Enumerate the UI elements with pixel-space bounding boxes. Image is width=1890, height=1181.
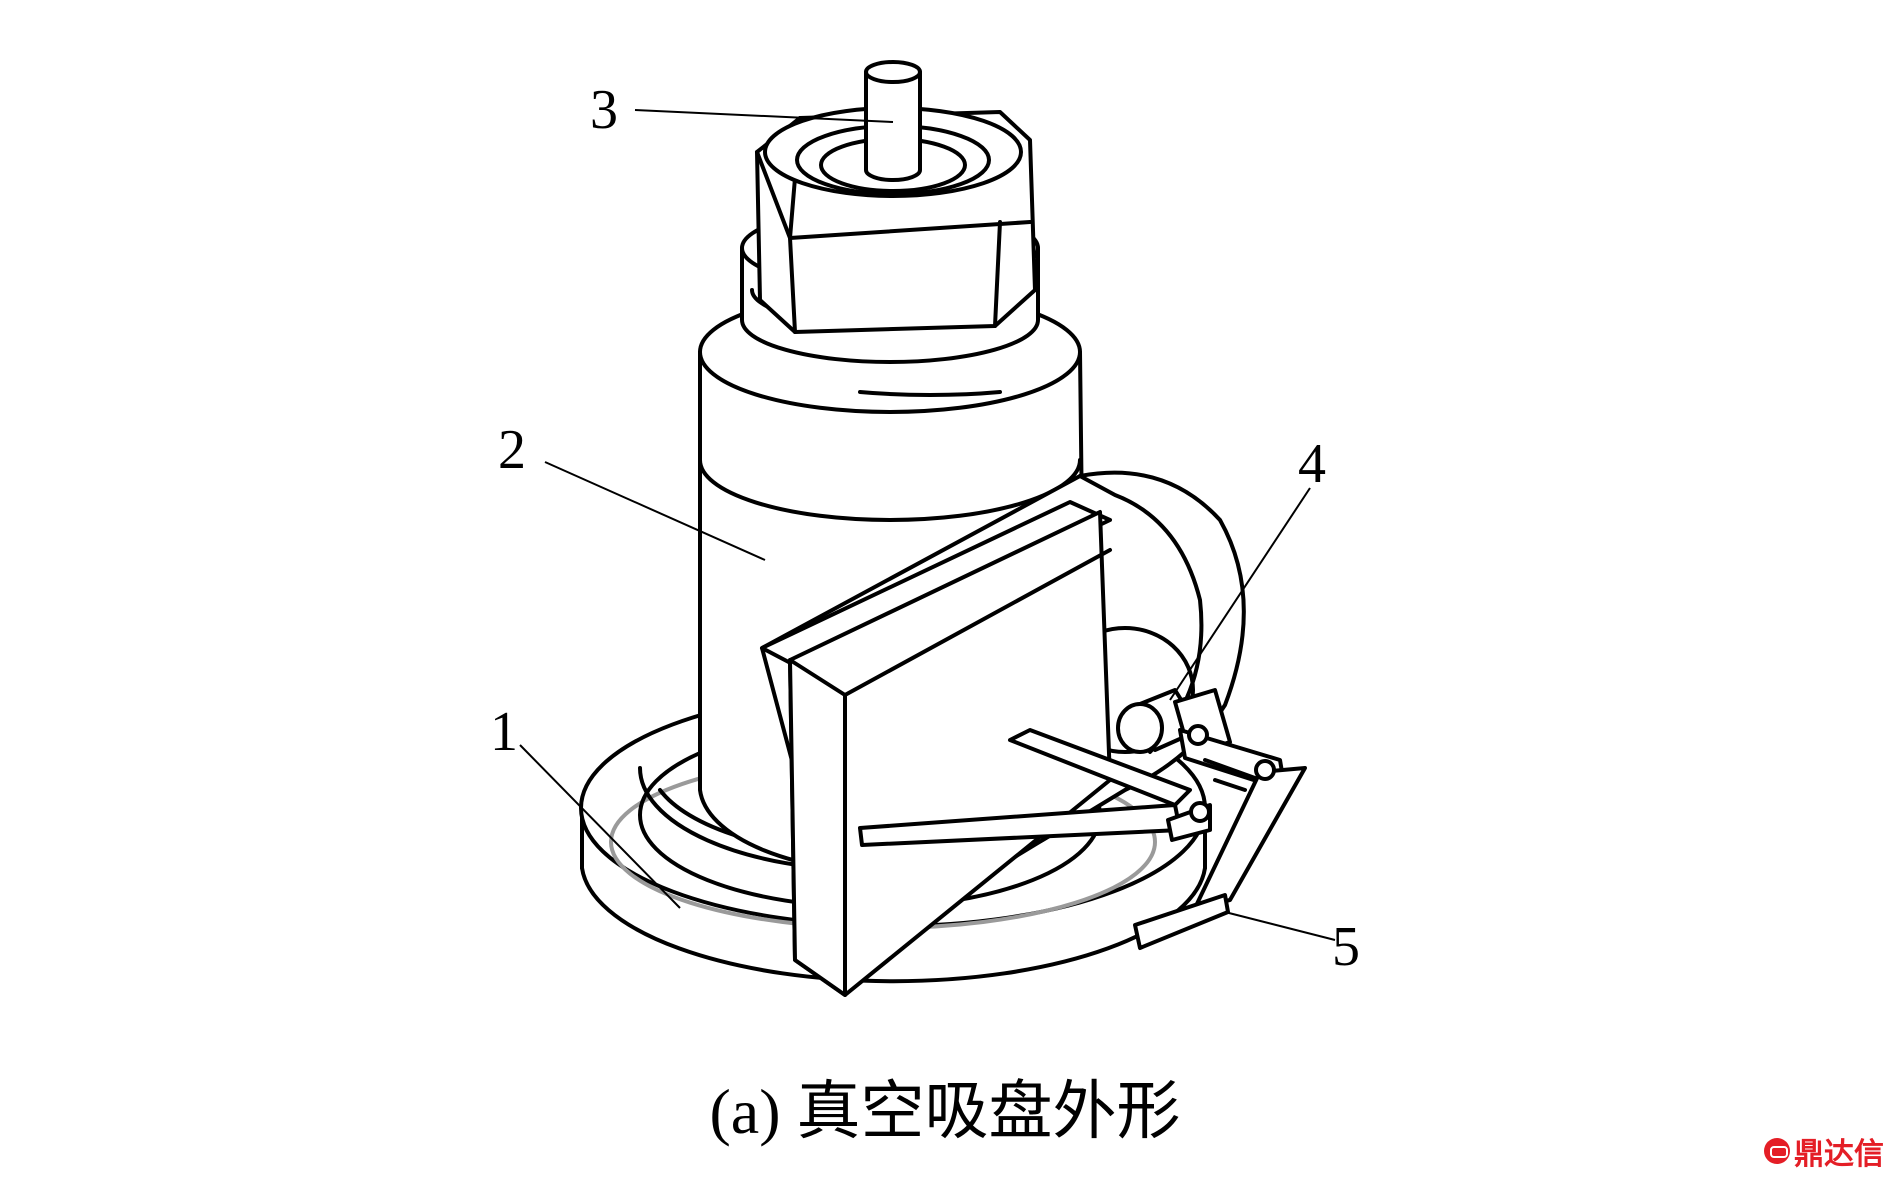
watermark-logo-icon xyxy=(1764,1138,1790,1164)
vacuum-port-tube xyxy=(864,60,922,182)
label-part-1: 1 xyxy=(490,701,518,763)
mounting-plate xyxy=(760,500,1112,997)
leader-line-5 xyxy=(1224,911,1336,941)
figure-caption: (a) 真空吸盘外形 xyxy=(709,1076,1181,1147)
leader-line-4 xyxy=(1169,487,1311,701)
leader-line-3 xyxy=(634,109,894,123)
leader-lines xyxy=(519,109,1336,941)
leader-line-2 xyxy=(544,461,766,561)
label-part-3: 3 xyxy=(590,79,618,141)
label-part-2: 2 xyxy=(498,419,526,481)
watermark-text: 鼎达信 xyxy=(1794,1138,1884,1171)
watermark: 鼎达信 xyxy=(1764,1129,1884,1173)
label-part-5: 5 xyxy=(1332,916,1360,978)
label-part-4: 4 xyxy=(1298,433,1326,495)
leader-line-1 xyxy=(519,744,681,909)
